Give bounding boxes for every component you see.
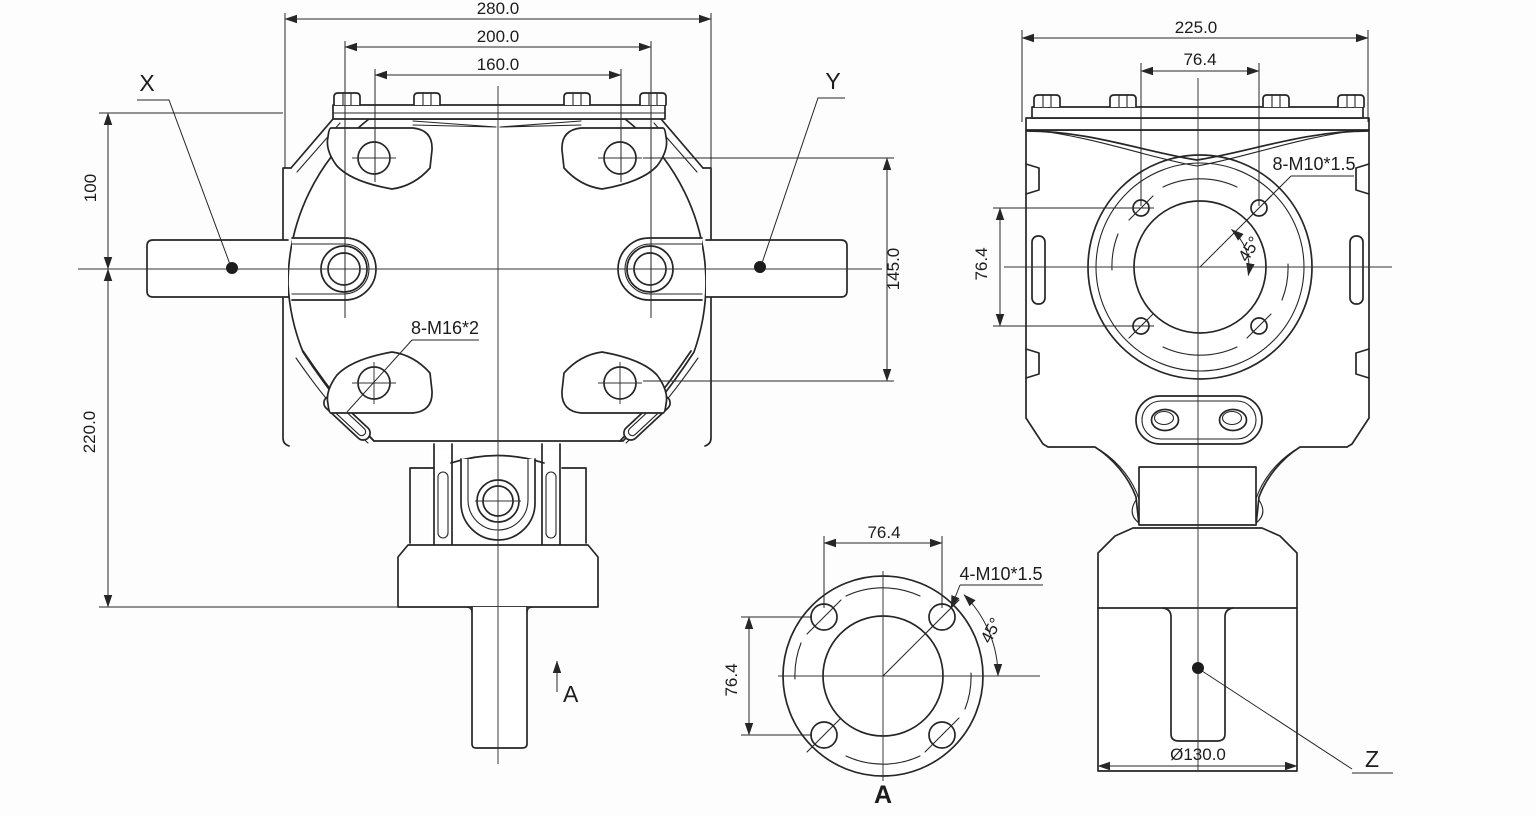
front-view-dimensions: 280.0 200.0 160.0 100 220.0 145.0 X Y 8-… (80, 0, 903, 707)
dim-section-hole-span-v: 76.4 (722, 663, 741, 696)
label-shaft-z: Z (1365, 746, 1379, 772)
callout-m10-holes-side: 8-M10*1.5 (1272, 154, 1355, 174)
dim-section-hole-angle: 45° (977, 615, 1006, 647)
flange-bolt (1337, 94, 1365, 108)
dim-hole-span: 160.0 (477, 55, 520, 74)
dim-side-hole-span-h: 76.4 (1183, 50, 1216, 69)
label-section-arrow-a: A (563, 681, 579, 707)
dim-top-to-axis: 100 (81, 174, 100, 202)
bottom-shaft-block (1097, 527, 1298, 772)
dim-base-diameter: Ø130.0 (1170, 745, 1226, 764)
flange-bolt (1109, 94, 1137, 108)
front-view (78, 86, 882, 764)
label-shaft-x: X (139, 70, 154, 96)
section-a-title: A (874, 781, 892, 809)
flange-bolt (1033, 94, 1061, 108)
input-shaft-y (705, 239, 848, 298)
label-shaft-y: Y (825, 68, 840, 94)
dim-overall-width: 280.0 (477, 0, 520, 18)
dim-section-hole-span-h: 76.4 (867, 523, 900, 542)
dim-bolt-span: 200.0 (477, 27, 520, 46)
flange-bolt (1262, 94, 1290, 108)
flange-bolt (563, 92, 591, 106)
flange-bolt (413, 92, 441, 106)
dim-side-hole-span-v: 76.4 (972, 247, 991, 280)
top-flange-plate (332, 104, 666, 120)
side-view-body-outline (1025, 129, 1370, 526)
side-top-flange (1031, 106, 1364, 119)
dim-axis-to-base: 220.0 (80, 411, 99, 454)
side-view-dimensions: 225.0 76.4 76.4 45° Ø130.0 8-M10*1.5 Z (972, 18, 1393, 774)
flange-bolt (639, 92, 667, 106)
section-a-view (778, 571, 1040, 781)
flange-bolt (333, 92, 361, 106)
side-view (1004, 78, 1392, 772)
input-shaft-x (146, 239, 289, 298)
dim-pad-hole-span: 145.0 (884, 248, 903, 291)
callout-m10-holes-section: 4-M10*1.5 (959, 564, 1042, 584)
side-oval-pad (1135, 395, 1263, 445)
bottom-output-shaft (471, 606, 528, 749)
dim-side-overall-width: 225.0 (1175, 18, 1218, 37)
callout-m16-holes: 8-M16*2 (411, 318, 479, 338)
